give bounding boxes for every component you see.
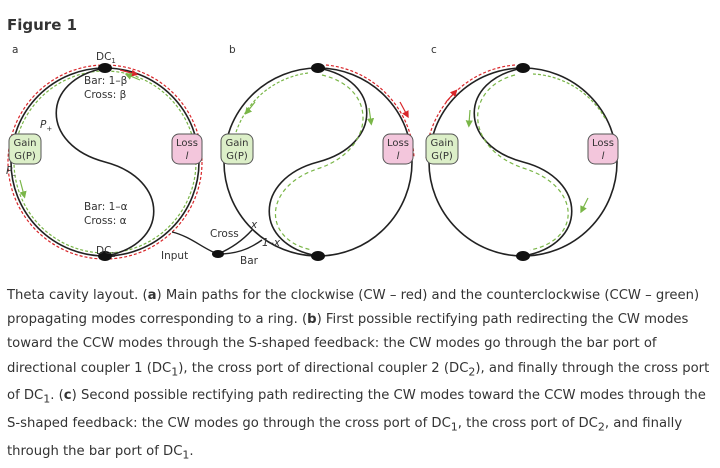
panel-a-gain-value: G(P)	[14, 151, 36, 162]
panel-a: a DC1 DC2 Bar: 1–β Cross: β Bar: 1–α Cro…	[6, 44, 203, 261]
inset-coupler-node	[212, 250, 224, 258]
panel-c-loss-label: Loss	[592, 138, 614, 149]
panel-a-p-minus: P–	[6, 165, 16, 179]
panel-c-gain-label: Gain	[431, 138, 454, 149]
inset-bar-label: Bar	[240, 255, 259, 267]
panel-b-ccw-arrow-s	[366, 107, 375, 126]
inset-one-minus-x-label: 1–x	[262, 237, 281, 249]
inset-input-label: Input	[161, 250, 188, 262]
panel-a-gain-box	[8, 133, 42, 165]
panel-c: c Gain G(P) Loss l	[425, 44, 619, 261]
panel-c-s-feedback	[473, 67, 573, 257]
panel-c-s-ccw-path	[477, 74, 569, 251]
figure-title: Figure 1	[7, 16, 78, 34]
panel-a-s-feedback	[55, 67, 155, 257]
panel-a-loss-label: Loss	[176, 138, 198, 149]
panel-a-dc1-label: DC1	[96, 51, 116, 65]
panel-b-gain-value: G(P)	[226, 151, 248, 162]
panel-a-loss-value: l	[186, 151, 189, 162]
panel-a-bottom-cross: Cross: α	[84, 215, 127, 227]
panel-a-p-plus: P+	[40, 119, 52, 133]
panel-c-letter: c	[431, 44, 437, 56]
panel-a-letter: a	[12, 44, 18, 56]
panel-b-loss-box	[382, 133, 414, 165]
panel-c-dc2-node	[516, 251, 530, 261]
panel-a-ccw-arrow-top	[124, 73, 141, 81]
panel-a-gain-label: Gain	[14, 138, 37, 149]
panel-b-loss-value: l	[397, 151, 400, 162]
panel-c-gain-box	[425, 133, 459, 165]
panel-a-top-cross: Cross: β	[84, 89, 126, 101]
panel-c-loss-value: l	[602, 151, 605, 162]
panel-b-gain-box	[220, 133, 254, 165]
panel-b-gain-label: Gain	[226, 138, 249, 149]
panel-a-dc1-node	[98, 63, 112, 73]
panel-c-ccw-arrow-right	[580, 197, 589, 214]
theta-cavity-diagram: a DC1 DC2 Bar: 1–β Cross: β Bar: 1–α Cro…	[6, 44, 619, 267]
panel-b-loss-label: Loss	[387, 138, 409, 149]
panel-b-cw-arrow-right	[399, 101, 409, 119]
panel-b: b Gain G(P) Loss l	[220, 44, 415, 261]
panel-c-gain-value: G(P)	[431, 151, 453, 162]
figure-caption: Theta cavity layout. (a) Main paths for …	[7, 288, 710, 462]
panel-c-loss-box	[587, 133, 619, 165]
coupler-inset: Input Cross Bar x 1–x	[161, 219, 281, 267]
panel-b-s-feedback	[268, 67, 368, 257]
panel-b-ccw-arrow-left	[244, 101, 256, 115]
panel-c-dc1-node	[516, 63, 530, 73]
inset-x-label: x	[250, 219, 258, 231]
panel-c-ccw-arrow-s	[465, 109, 473, 128]
panel-a-loss-box	[171, 133, 203, 165]
inset-bar-line	[217, 239, 263, 255]
panel-a-dc2-node	[98, 251, 112, 261]
panel-c-cw-arrow-left	[445, 89, 458, 103]
panel-c-ccw-arc	[532, 73, 607, 121]
panel-a-top-bar: Bar: 1–β	[84, 75, 127, 87]
panel-a-ccw-arrow-left	[19, 179, 27, 199]
panel-a-dc2-label: DC2	[96, 245, 116, 259]
inset-cross-label: Cross	[210, 228, 239, 240]
panel-b-dc1-node	[311, 63, 325, 73]
panel-b-dc2-node	[311, 251, 325, 261]
panel-a-bottom-bar: Bar: 1–α	[84, 201, 128, 213]
panel-b-letter: b	[229, 44, 236, 56]
panel-b-s-ccw-path	[274, 74, 364, 251]
